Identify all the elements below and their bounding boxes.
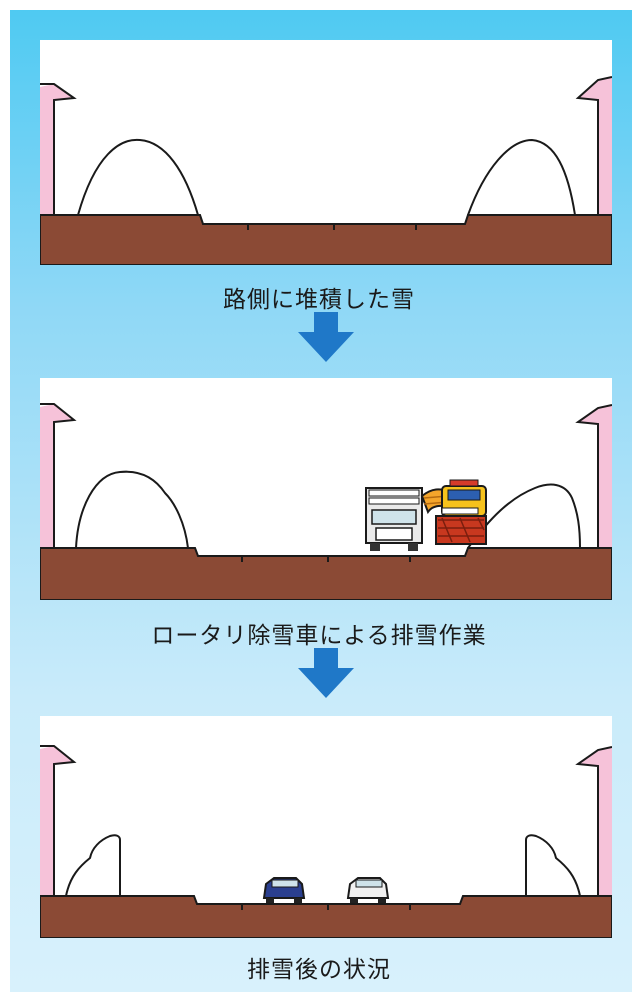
left-snow-pile — [77, 138, 199, 216]
scene-snow-piled — [40, 76, 612, 265]
scene-snow-removal — [40, 403, 612, 600]
caption-step-1: 路側に堆積した雪 — [223, 287, 415, 313]
panel-snow-removal — [40, 378, 612, 600]
road-ground — [40, 214, 612, 265]
down-arrow-icon — [298, 312, 354, 362]
panel-snow-piled — [40, 40, 612, 265]
right-snow-pile — [467, 138, 576, 216]
blue-car-icon — [262, 877, 306, 904]
left-sign-icon — [40, 745, 77, 896]
left-snow-pile — [75, 470, 189, 549]
right-snow-bank — [525, 834, 581, 897]
panel-after-removal — [40, 716, 612, 938]
right-sign-icon — [575, 746, 612, 896]
scene-after-removal — [40, 745, 612, 938]
down-arrow-icon — [298, 648, 354, 698]
road-ground — [40, 547, 612, 600]
white-car-icon — [346, 877, 390, 904]
right-sign-icon — [575, 76, 612, 217]
rotary-snowplow-icon — [435, 479, 487, 545]
right-sign-icon — [575, 404, 612, 548]
right-snow-pile — [467, 483, 581, 549]
caption-step-2: ロータリ除雪車による排雪作業 — [151, 623, 487, 649]
caption-step-3: 排雪後の状況 — [247, 957, 391, 983]
left-sign-icon — [40, 403, 77, 548]
left-sign-icon — [40, 83, 77, 217]
left-snow-bank — [65, 834, 121, 897]
dump-truck-icon — [365, 487, 423, 551]
road-ground — [40, 895, 612, 938]
